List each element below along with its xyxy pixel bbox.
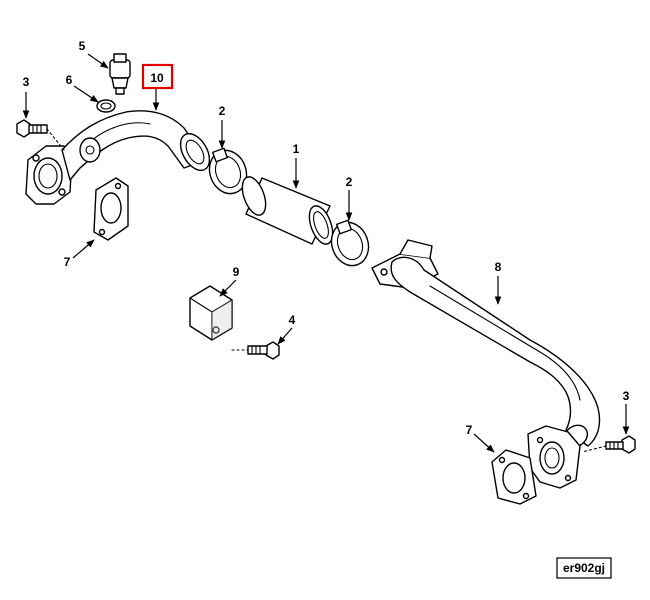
callout-9: 9: [233, 265, 240, 279]
hose-clamp-first: [208, 147, 248, 195]
capscrew-lower: [605, 435, 636, 454]
upper-flange: [25, 145, 73, 205]
o-ring: [96, 99, 116, 113]
egr-tube-upper: [61, 110, 211, 181]
capscrew-block: [247, 341, 280, 360]
callout-10: 10: [150, 71, 164, 85]
callout-7-lower: 7: [466, 423, 473, 437]
callout-5: 5: [79, 39, 86, 53]
capscrew-upper: [16, 119, 48, 138]
spacer-block: [189, 285, 233, 341]
gasket-lower: [491, 449, 537, 505]
callouts: 3 5 6 10 2 1 2 7 8 9 4 3 7: [23, 39, 630, 437]
callout-2-second: 2: [346, 175, 353, 189]
hose: [241, 176, 334, 245]
callout-7-upper: 7: [64, 255, 71, 269]
callout-2-first: 2: [219, 104, 226, 118]
callout-6: 6: [66, 73, 73, 87]
reference-code-box: er902gj: [556, 557, 612, 579]
hose-clamp-second: [330, 219, 370, 267]
callout-4: 4: [289, 313, 296, 327]
callout-8: 8: [495, 260, 502, 274]
callout-3-lower: 3: [623, 389, 630, 403]
gasket-upper: [93, 177, 129, 241]
callout-1: 1: [293, 142, 300, 156]
egr-tube-lower: [371, 239, 601, 448]
callout-3-upper: 3: [23, 75, 30, 89]
lower-flange: [527, 425, 581, 489]
reference-code: er902gj: [563, 561, 605, 575]
sensor: [109, 53, 131, 95]
callout-10-highlight: [141, 63, 174, 90]
leader-lines: [22, 53, 630, 453]
